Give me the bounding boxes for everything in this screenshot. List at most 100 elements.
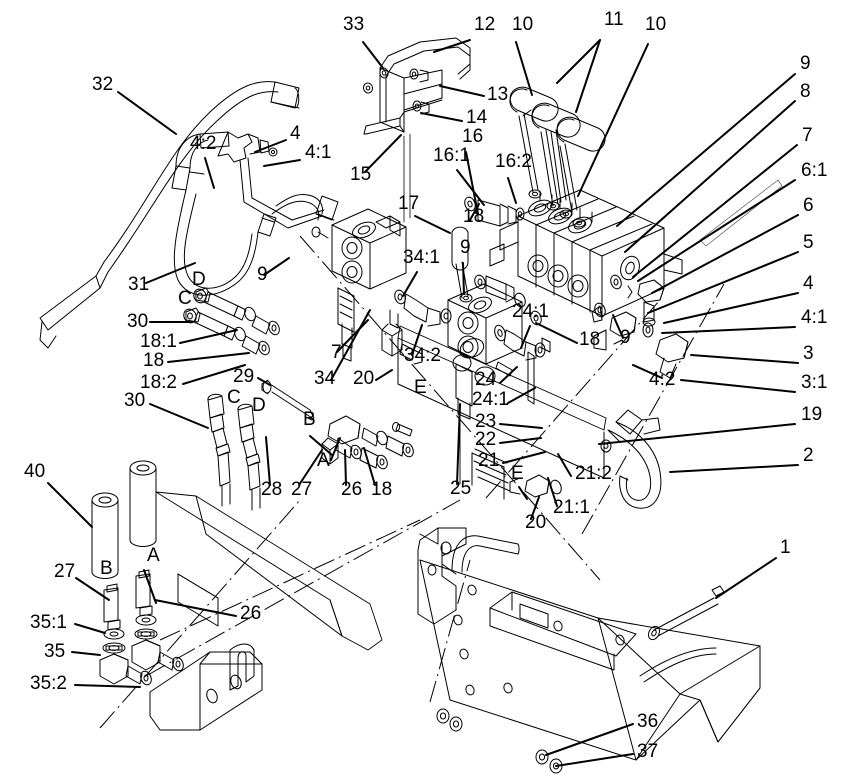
callout-label: 12 [474, 14, 495, 35]
leader-line [690, 354, 799, 364]
callout-label: 27 [54, 561, 75, 582]
callout-label: 35:1 [30, 612, 67, 633]
leader-line [680, 379, 796, 393]
callout-label: 9 [620, 327, 631, 348]
callout-label: 36 [637, 711, 658, 732]
leader-line [632, 144, 798, 278]
leader-line [663, 292, 799, 324]
callout-label: 3 [803, 343, 814, 364]
leader-line [265, 436, 271, 486]
callout-label: 7 [331, 342, 342, 363]
leader-line [182, 364, 246, 385]
callout-label: A [147, 545, 160, 566]
callout-label: 10 [512, 14, 533, 35]
callout-label: E [511, 463, 524, 484]
leader-line [263, 257, 290, 276]
leader-line [624, 100, 796, 253]
phantom-lines [99, 235, 725, 729]
callout-label: 26 [341, 479, 362, 500]
callout-label: 21:1 [553, 497, 590, 518]
callout-label: 16:2 [495, 151, 532, 172]
callout-label: 4 [803, 273, 814, 294]
callout-label: 6 [803, 195, 814, 216]
callout-label: 9 [800, 53, 811, 74]
callout-label: 18 [463, 206, 484, 227]
callout-label: 14 [466, 107, 488, 128]
leader-line [520, 325, 531, 349]
callout-label: 40 [24, 461, 45, 482]
callout-label: 3:1 [801, 372, 827, 393]
callout-label: 15 [350, 164, 371, 185]
leader-line [547, 477, 558, 507]
hose-32 [39, 81, 300, 349]
leader-line [117, 91, 177, 135]
bracket-12 [362, 37, 471, 223]
callout-label: 26 [240, 603, 261, 624]
leader-line [433, 39, 471, 53]
manifold-7 [311, 208, 407, 362]
leader-line [499, 437, 542, 444]
leader-line [515, 41, 533, 96]
callout-label: D [252, 395, 266, 416]
callout-label: 24:1 [472, 389, 509, 410]
callout-label: 6:1 [801, 160, 827, 181]
callout-label: 34:2 [404, 345, 441, 366]
callout-label: 28 [261, 479, 282, 500]
callout-label: D [192, 269, 206, 290]
leader-line [632, 364, 663, 379]
callout-label: 31 [128, 274, 149, 295]
leader-line [669, 464, 799, 473]
leader-line [507, 177, 517, 204]
callout-label: 30 [124, 390, 145, 411]
callout-label: 4:1 [801, 307, 827, 328]
leader-line [465, 151, 479, 215]
callout-label: 23 [475, 411, 496, 432]
callout-label: 27 [291, 479, 312, 500]
callout-label: 16 [462, 126, 483, 147]
cylinders-40 [91, 460, 383, 651]
leader-line [555, 753, 634, 767]
leader-line [75, 577, 110, 601]
leader-line [557, 453, 572, 477]
callout-label: 34 [314, 368, 336, 389]
leader-line [375, 369, 393, 381]
callout-label: 4 [290, 123, 301, 144]
callout-label: A [317, 450, 330, 471]
nuts-36-37 [436, 708, 563, 774]
callout-label: 18 [579, 329, 600, 350]
callout-label: 11 [604, 9, 624, 30]
lever-knobs-10-11 [509, 86, 606, 228]
leader-line [612, 314, 624, 339]
leader-line [402, 271, 418, 297]
leader-line [143, 569, 157, 604]
callout-label: 29 [233, 366, 254, 387]
leader-line [715, 557, 777, 599]
plate-6 [699, 179, 783, 247]
callout-label: 30 [127, 311, 148, 332]
leader-line [145, 262, 196, 284]
hose-2 [607, 409, 662, 509]
callout-label: 18:2 [140, 372, 177, 393]
lower-left-assembly [99, 569, 263, 731]
leader-line [179, 329, 238, 344]
valve-stack-8 [489, 189, 683, 319]
callout-label: 18:1 [140, 331, 177, 352]
callout-label: 35 [44, 641, 65, 662]
callout-label: 37 [637, 741, 658, 762]
leader-line [364, 134, 402, 173]
callout-label: 25 [450, 478, 471, 499]
leader-line [414, 215, 451, 234]
fittings-30-lower [207, 393, 261, 511]
callout-label: 16:1 [433, 145, 470, 166]
leader-line [254, 139, 287, 153]
leader-line [74, 684, 141, 688]
fittings-30-upper [183, 287, 280, 356]
callout-label: 35:2 [30, 673, 67, 694]
leader-line [647, 251, 799, 314]
leader-line [330, 309, 371, 381]
manifold-24 [447, 283, 546, 485]
callout-label: 4:2 [190, 133, 216, 154]
callout-label: 22 [475, 429, 496, 450]
